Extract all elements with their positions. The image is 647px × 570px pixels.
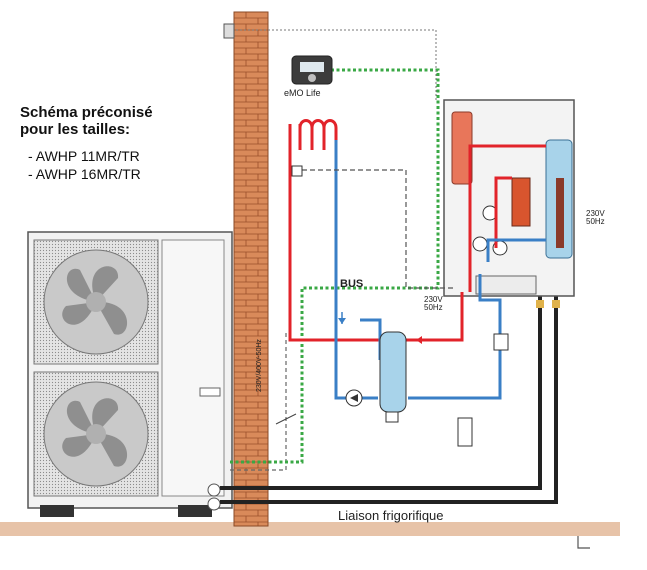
valve	[493, 333, 509, 351]
model-item-1: - AWHP 11MR/TR	[28, 148, 140, 164]
indoor-power-label: 230V 50Hz	[424, 295, 443, 312]
indoor-unit	[443, 99, 575, 297]
title-line-2: pour les tailles:	[20, 121, 131, 138]
tank-power-label: 230V 50Hz	[586, 209, 605, 226]
fan-blades-top	[62, 266, 128, 335]
model-item-2: - AWHP 16MR/TR	[28, 166, 141, 182]
filter	[457, 417, 473, 447]
outdoor-unit	[27, 231, 233, 517]
buffer-tank	[379, 331, 407, 413]
fan-blades-bottom	[62, 398, 128, 467]
ground	[0, 522, 620, 536]
hot-pipes	[288, 119, 546, 342]
refrigerant-lines	[220, 262, 558, 504]
bus-label: BUS	[340, 278, 364, 290]
diagram-title: Schéma préconisé pour les tailles:	[20, 104, 220, 138]
refrigerant-link-label: Liaison frigorifique	[338, 508, 444, 523]
control-cable	[228, 29, 437, 100]
drain	[577, 536, 590, 549]
emo-life-thermostat	[291, 55, 333, 85]
thermostat-label: eMO Life	[284, 88, 321, 98]
outdoor-power-label: 230V/400V-50Hz	[256, 339, 263, 392]
bus-line	[230, 68, 440, 464]
title-line-1: Schéma préconisé	[20, 104, 153, 121]
power-cable-outdoor	[230, 330, 287, 471]
cold-pipes	[334, 140, 546, 400]
brick-wall	[233, 11, 269, 527]
